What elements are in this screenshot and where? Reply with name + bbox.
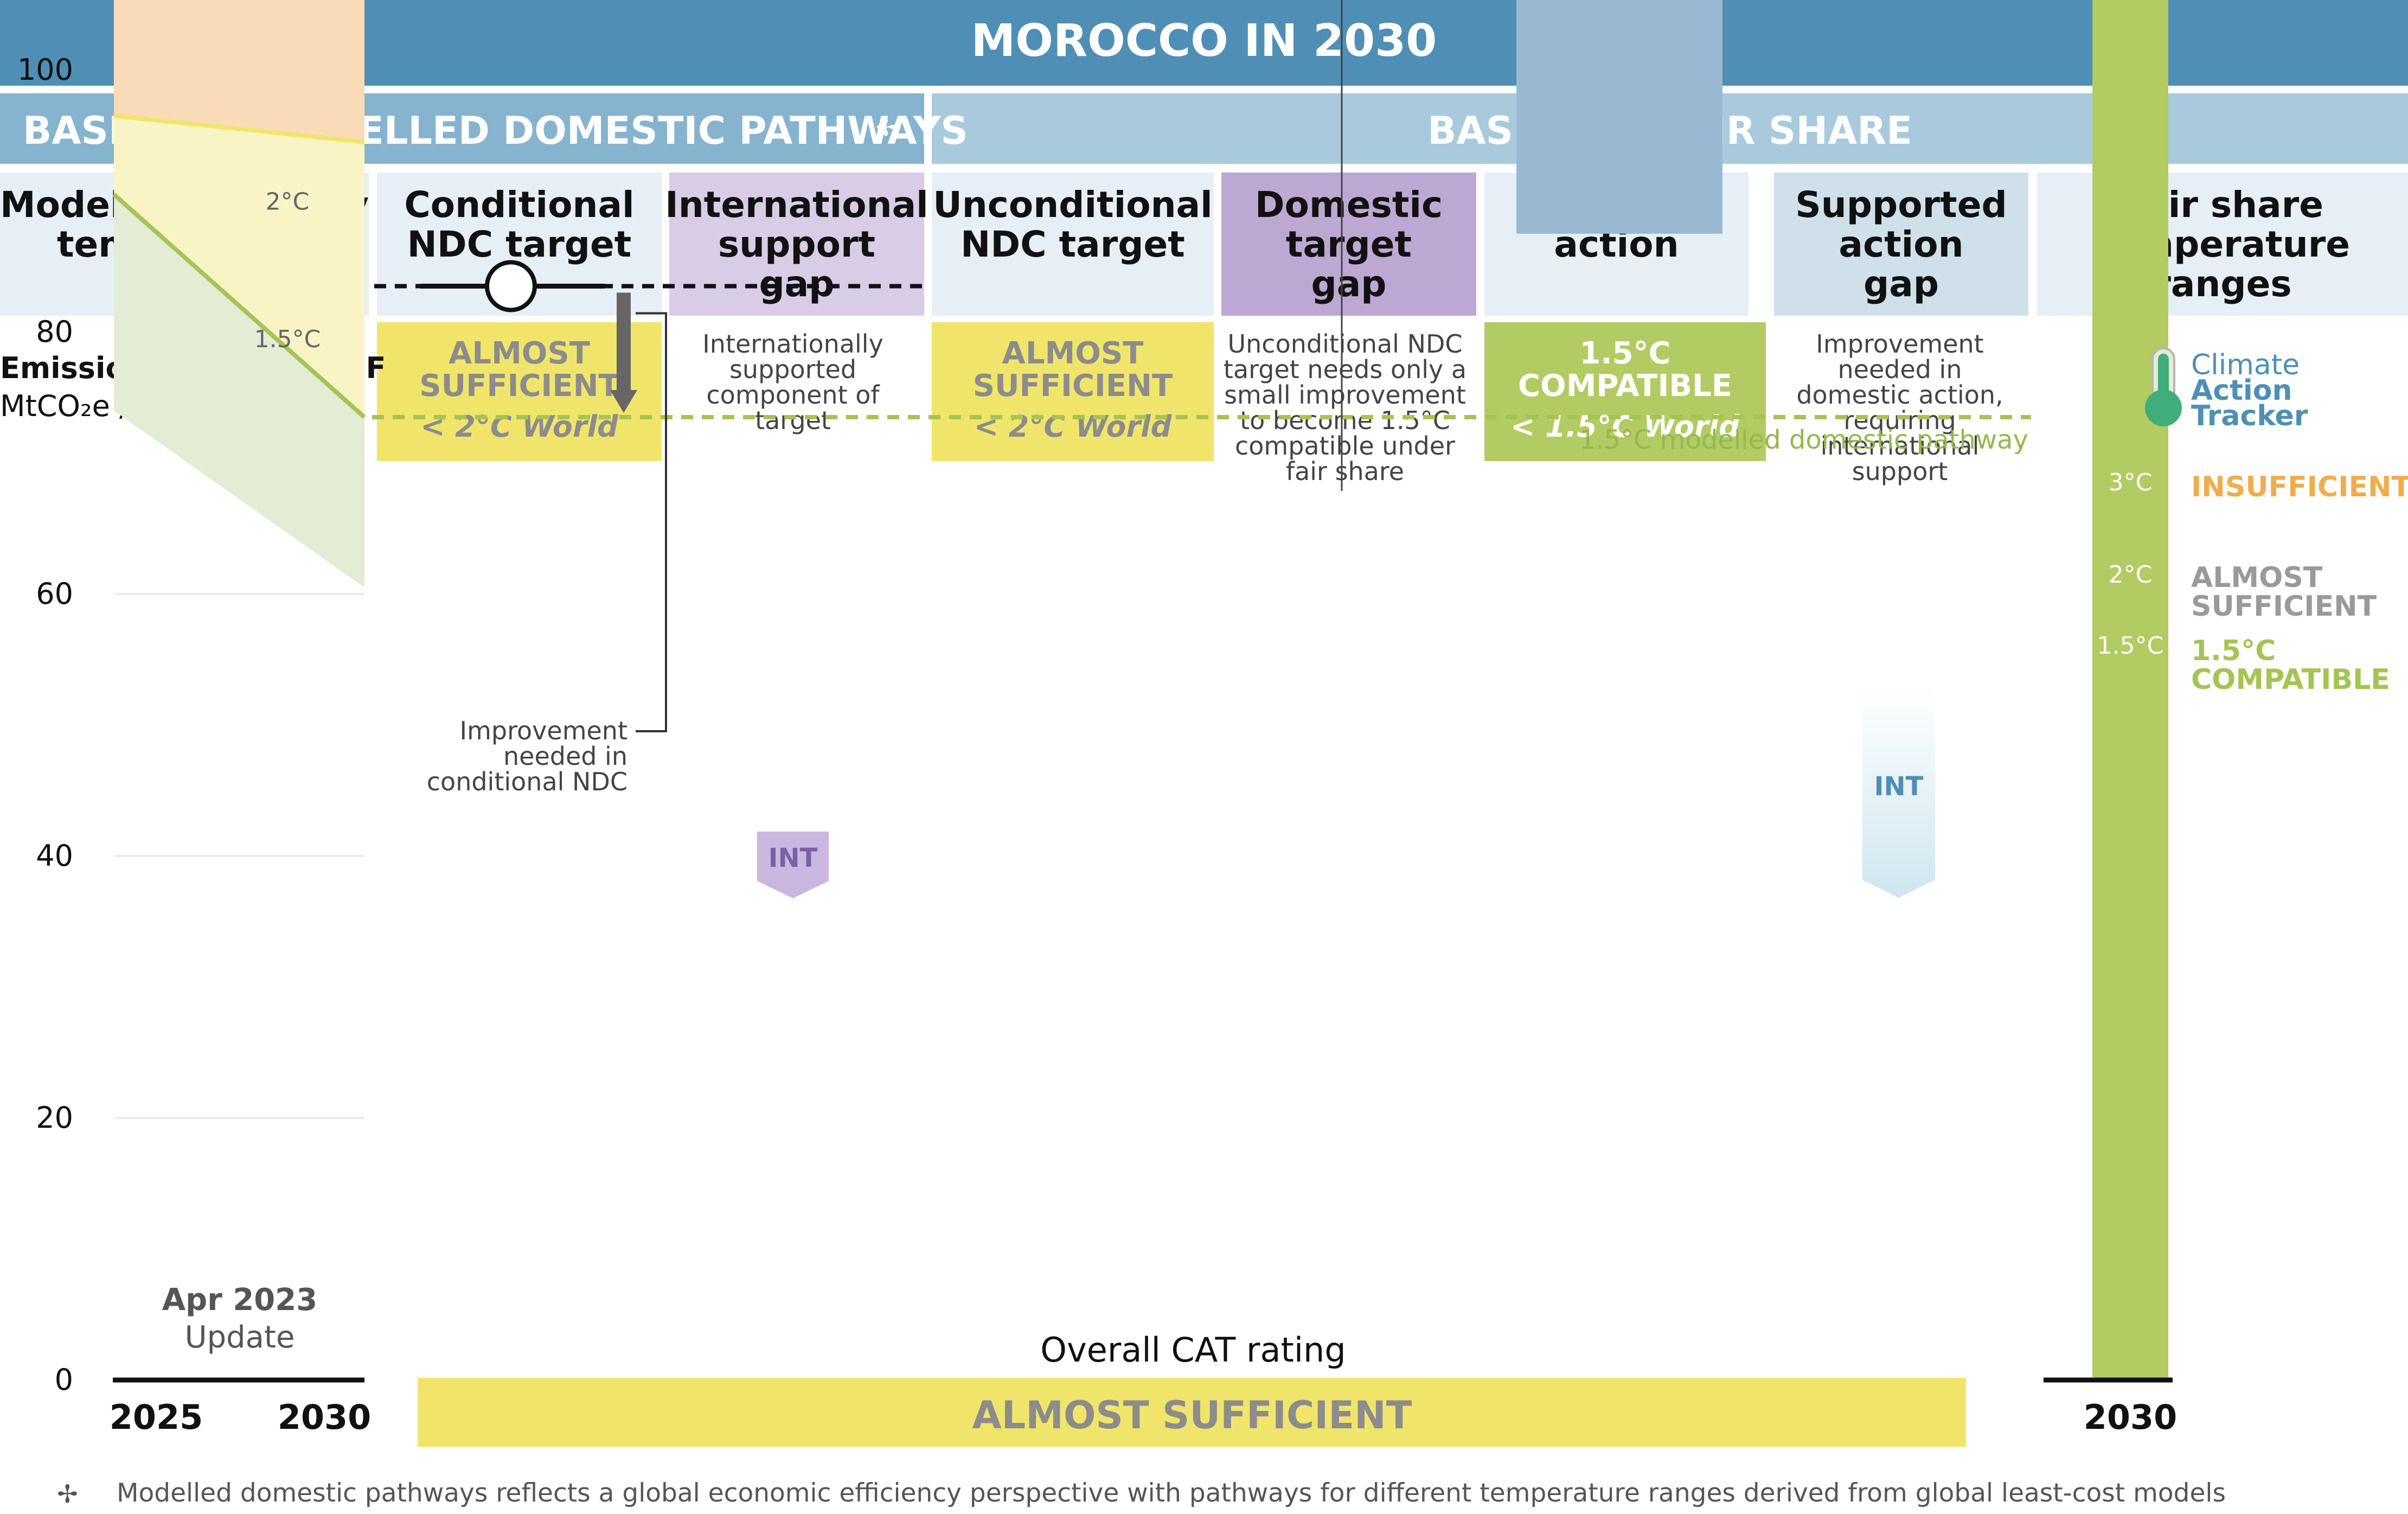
column-header-label: Domestic [1255,184,1443,226]
pathway-band-label: 2°C [266,188,310,216]
column-header-label: Unconditional [933,184,1213,226]
fair-share-range-label: 3°C [2109,469,2153,496]
rating-label: ALMOST [449,336,590,371]
column-header-label: action [1839,223,1963,265]
int-domestic-marker [1862,685,1935,898]
pathway-boundary-line [112,193,366,419]
overall-rating-value: ALMOST SUFFICIENT [972,1393,1412,1438]
pathway-band [114,116,364,417]
note-intl-support-gap: component of [706,380,880,410]
column-header-label: NDC target [960,223,1185,265]
rating-box-unconditional_ndc [932,322,1214,461]
improvement-bracket [636,312,667,732]
y-tick-label: 60 [36,577,73,611]
y-tick-label: 100 [17,53,73,87]
page-title: MOROCCO IN 2030 [971,15,1437,67]
y-tick-label: 0 [55,1363,73,1397]
improvement-arrow-shaft [617,292,631,391]
fair-share-range-label: 1.5°C [2097,632,2164,660]
pathway-band-label: 1.5°C [254,325,321,353]
fair-share-legend-label: COMPATIBLE [2191,663,2390,696]
section-mark: ✢ [876,114,896,142]
column-header-label: target [1286,223,1412,265]
column-header-label: ranges [2153,263,2291,305]
policies-range-box [1516,0,1722,234]
x-tick-label: 2025 [110,1397,203,1437]
rating-label: COMPATIBLE [1518,368,1732,404]
note-domestic-gap: Unconditional NDC [1227,329,1462,359]
rating-label: ALMOST [1002,336,1144,371]
logo-thermometer-fill [2158,354,2169,403]
conditional-target-marker [485,260,537,312]
note-supported-action-gap: domestic action, [1796,380,2003,410]
note-domestic-gap: compatible under [1235,431,1455,461]
overall-rating-label: Overall CAT rating [1040,1330,1346,1370]
column-header-label: Supported [1795,184,2007,226]
pathway-band [114,194,364,587]
note-domestic-gap: to become 1.5°C [1240,406,1450,435]
int-support-marker [757,832,829,898]
rating-label: SUFFICIENT [419,368,619,404]
footnote: Modelled domestic pathways reflects a gl… [117,1478,2226,1508]
update-label: Update [185,1320,295,1355]
pathway-boundary-line [113,113,365,144]
note-intl-support-gap: target [755,406,831,435]
int-domestic-label: INT [1874,771,1924,802]
y-tick-label: 80 [36,315,73,349]
logo-thermometer-bulb [2145,389,2182,426]
note-supported-action-gap: international [1821,431,1980,461]
note-domestic-gap: fair share [1286,457,1404,486]
note-domestic-gap: small improvement [1224,380,1466,410]
fair-share-legend-label: ALMOST [2191,561,2323,594]
column-header-domestic_gap [1221,173,1476,316]
pathway-band [114,0,364,142]
note-improvement-conditional: conditional NDC [427,767,627,796]
fair-share-range-label: 2°C [2109,561,2153,589]
fair-share-x-label: 2030 [2084,1397,2178,1437]
update-date: Apr 2023 [162,1282,317,1318]
note-intl-support-gap: Internationally [702,329,883,359]
modelled-pathway-label: 1.5°C modelled domestic pathway [1579,425,2028,455]
note-supported-action-gap: support [1852,457,1948,486]
column-header-intl_support_gap [669,173,924,316]
title-bar [0,0,2408,86]
logo-text: Action [2191,374,2292,407]
logo-text: Climate [2191,349,2300,381]
rating-label: SUFFICIENT [973,368,1173,404]
column-header-supported_action_gap [1774,173,2028,316]
column-header-label: gap [1863,263,1939,305]
rating-world: < 2°C World [974,410,1173,444]
int-support-label: INT [768,843,818,873]
column-header-label: Conditional [404,184,634,226]
note-supported-action-gap: requiring [1843,406,1956,435]
rating-box-policies_action [1484,322,1766,461]
overall-rating-box [418,1378,1966,1447]
improvement-arrow-head [610,389,637,413]
rating-world: < 2°C World [420,410,619,444]
note-supported-action-gap: needed in [1837,355,1962,384]
x-tick-label: 2030 [278,1397,372,1437]
note-domestic-gap: target needs only a [1224,355,1466,384]
column-header-label: support [718,223,875,265]
fair-share-legend-label: SUFFICIENT [2191,590,2377,623]
note-intl-support-gap: supported [729,355,856,384]
rating-label: 1.5°C [1579,336,1670,371]
y-tick-label: 40 [36,839,73,873]
column-header-unconditional_ndc [932,173,1214,316]
fair-share-legend-label: INSUFFICIENT [2191,471,2408,503]
column-header-label: International [665,184,928,226]
y-tick-label: 20 [36,1101,73,1135]
column-header-label: gap [1311,263,1386,305]
note-improvement-conditional: Improvement [460,716,627,745]
fair-share-range-segment [2092,0,2168,1380]
fair-share-legend-label: 1.5°C [2191,635,2276,667]
footnote-mark: ✢ [57,1479,78,1509]
note-improvement-conditional: needed in [503,742,627,771]
note-supported-action-gap: Improvement [1816,329,1983,359]
logo-text: Tracker [2191,400,2308,432]
column-header-label: NDC target [407,223,632,265]
